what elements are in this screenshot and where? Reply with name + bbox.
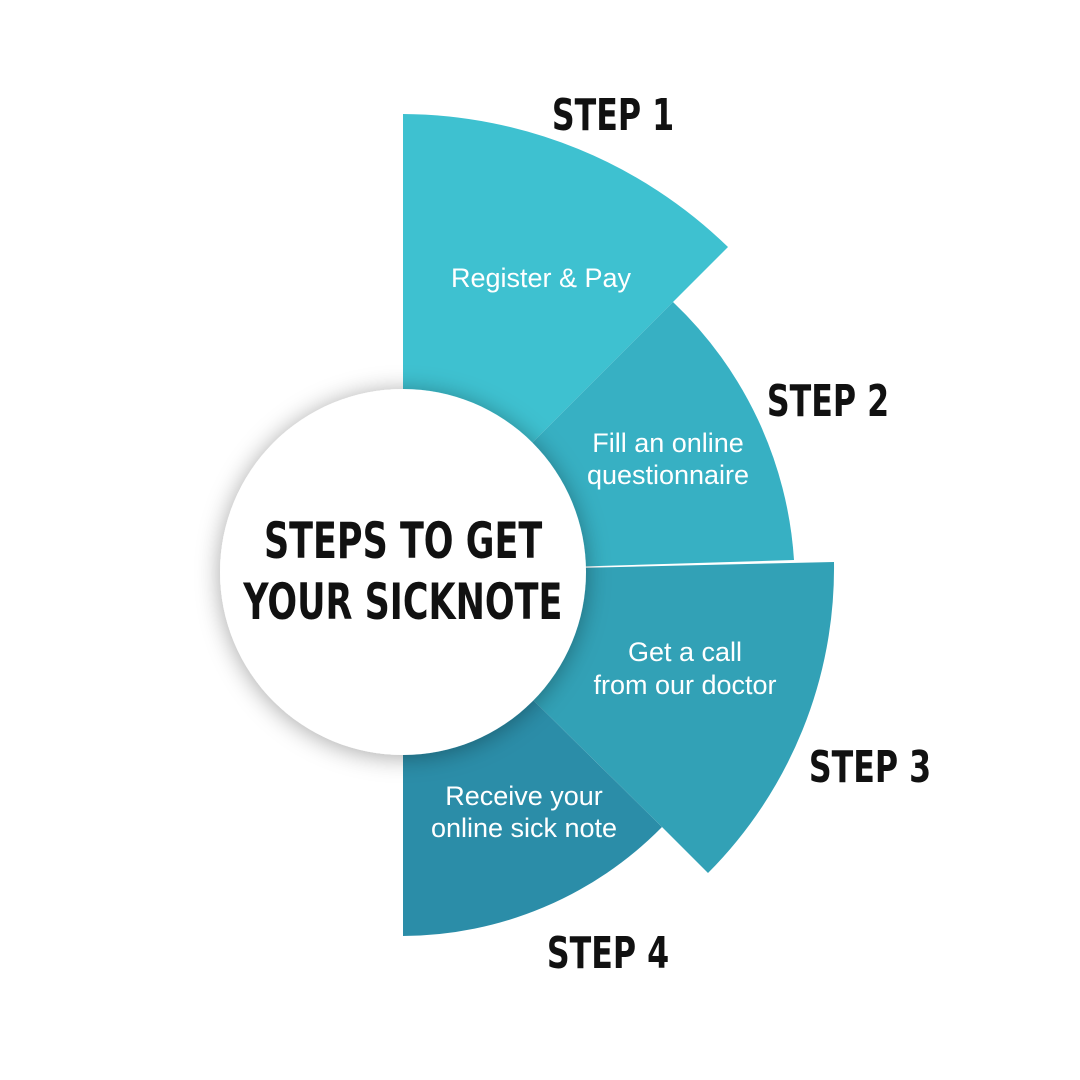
step-4-label: STEP 4: [547, 928, 669, 980]
step-4-text-line-1: Receive your: [445, 781, 603, 811]
step-2-text-line-1: Fill an online: [592, 428, 744, 458]
center-title-line-2: YOUR SICKNOTE: [242, 574, 562, 632]
step-1-label: STEP 1: [552, 90, 674, 142]
step-4-text-line-2: online sick note: [431, 813, 617, 843]
step-3-label: STEP 3: [809, 742, 931, 794]
center-title-line-1: STEPS TO GET: [264, 513, 543, 571]
step-1-text: Register & Pay: [451, 263, 632, 293]
step-3-text-line-2: from our doctor: [593, 670, 776, 700]
step-2-label: STEP 2: [767, 376, 889, 428]
step-3-text-line-1: Get a call: [628, 637, 742, 667]
step-2-text-line-2: questionnaire: [587, 460, 749, 490]
center-circle: [220, 389, 586, 755]
